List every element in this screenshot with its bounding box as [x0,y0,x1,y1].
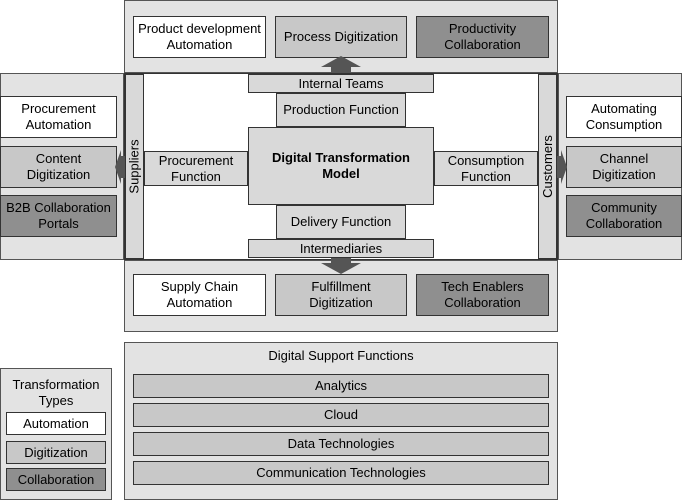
arrow-left-icon [115,150,125,184]
legend-digitization: Digitization [6,441,106,464]
center-model-box: Digital Transformation Model [248,127,434,205]
support-item: Analytics [133,374,549,398]
customers-bar: Customers [538,74,557,259]
production-function-box: Production Function [276,93,406,127]
internal-teams-bar: Internal Teams [248,74,434,93]
legend-collaboration: Collaboration [6,468,106,491]
intermediaries-bar: Intermediaries [248,239,434,258]
left-collaboration-box: B2B Collaboration Portals [0,195,117,237]
arrow-down-icon [321,258,361,274]
legend-title: Transformation Types [12,377,100,408]
arrow-up-icon [321,56,361,73]
support-item: Communication Technologies [133,461,549,485]
support-title: Digital Support Functions [268,348,414,363]
arrow-right-icon [557,150,567,184]
left-automation-box: Procurement Automation [0,96,117,138]
right-automation-box: Automating Consumption [566,96,682,138]
bottom-digitization-box: Fulfillment Digitization [275,274,407,316]
left-digitization-box: Content Digitization [0,146,117,188]
suppliers-bar: Suppliers [125,74,144,259]
procurement-function-box: Procurement Function [144,151,248,186]
right-digitization-box: Channel Digitization [566,146,682,188]
top-automation-box: Product development Automation [133,16,266,58]
bottom-automation-box: Supply Chain Automation [133,274,266,316]
delivery-function-box: Delivery Function [276,205,406,239]
legend-automation: Automation [6,412,106,435]
top-collaboration-box: Productivity Collaboration [416,16,549,58]
right-collaboration-box: Community Collaboration [566,195,682,237]
support-item: Data Technologies [133,432,549,456]
consumption-function-box: Consumption Function [434,151,538,186]
support-item: Cloud [133,403,549,427]
bottom-collaboration-box: Tech Enablers Collaboration [416,274,549,316]
